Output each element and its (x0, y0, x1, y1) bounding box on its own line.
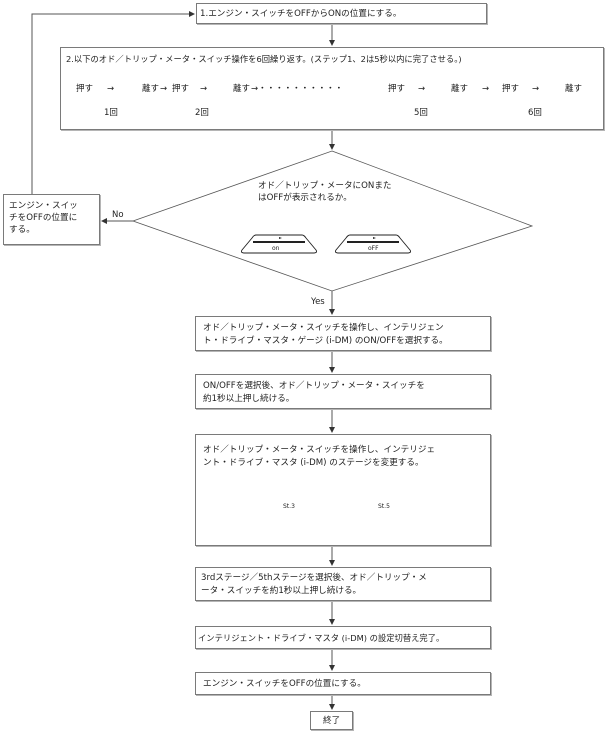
step-stage-box: オド／トリップ・メータ・スイッチを操作し、インテリジェ ント・ドライブ・マスタ … (195, 434, 491, 546)
step-off-text: エンジン・スイッチをOFFの位置にする。 (203, 679, 366, 689)
gauge-on-label: on (272, 245, 280, 252)
end-box: 終了 (310, 711, 353, 730)
step-hold-line1: ON/OFFを選択後、オド／トリップ・メータ・スイッチを (203, 381, 425, 391)
decision-question-line2: はOFFが表示されるか。 (258, 193, 352, 203)
step1-box: 1.エンジン・スイッチをOFFからONの位置にする。 (196, 3, 487, 24)
loop-back-line (31, 11, 195, 194)
count-label-5: 5回 (414, 108, 428, 118)
step-stage-line2: ント・ドライブ・マスタ (i-DM) のステージを変更する。 (203, 458, 424, 468)
step1-text: 1.エンジン・スイッチをOFFからONの位置にする。 (200, 9, 402, 19)
press-label-6: 押す (502, 84, 520, 94)
no-branch-line2: チをOFFの位置に (9, 213, 78, 223)
gauge-stage5-label: St.5 (378, 503, 390, 510)
arrow-label-1b: → (160, 84, 168, 94)
release-label-6: 離す (565, 84, 583, 94)
step-select-box: オド／トリップ・メータ・スイッチを操作し、インテリジェン ト・ドライブ・マスタ・… (195, 316, 491, 351)
step-complete-box: インテリジェント・ドライブ・マスタ (i-DM) の設定切替え完了。 (195, 626, 491, 649)
step-stage-line1: オド／トリップ・メータ・スイッチを操作し、インテリジェ (203, 445, 436, 455)
gauge-off-label: oFF (368, 245, 379, 252)
count-label-2: 2回 (195, 108, 209, 118)
no-branch-line1: エンジン・スイッ (9, 201, 78, 211)
arrow-label-6a: → (532, 84, 540, 94)
yes-label: Yes (311, 297, 325, 307)
count-label-1: 1回 (104, 108, 118, 118)
no-branch-box: エンジン・スイッ チをOFFの位置に する。 (3, 194, 100, 245)
no-branch-line3: する。 (9, 225, 35, 235)
step-stage-hold-line2: ータ・スイッチを約1秒以上押し続ける。 (201, 586, 362, 596)
arrow-label-5b: → (482, 84, 490, 94)
release-label-5: 離す (451, 84, 469, 94)
dots-continuation: →・・・・・・・・・・ (251, 84, 344, 94)
arrow-label-1a: → (107, 84, 115, 94)
step-stage-hold-line1: 3rdステージ／5thステージを選択後、オド／トリップ・メ (201, 573, 427, 583)
gauge-on-icon (240, 234, 318, 254)
gauge-stage3-label: St.3 (283, 503, 295, 510)
count-label-6: 6回 (528, 108, 542, 118)
decision-question-line1: オド／トリップ・メータにONまた (258, 181, 392, 191)
arrow-label-5a: → (418, 84, 426, 94)
step-select-line2: ト・ドライブ・マスタ・ゲージ (i-DM) のON/OFFを選択する。 (203, 336, 448, 346)
gauge-off-icon (334, 234, 412, 254)
press-label-1: 押す (76, 84, 94, 94)
release-label-1: 離す (142, 84, 160, 94)
step2-title: 2.以下のオド／トリップ・メータ・スイッチ操作を6回繰り返す。(ステップ1、2は… (66, 54, 462, 64)
step2-box: 2.以下のオド／トリップ・メータ・スイッチ操作を6回繰り返す。(ステップ1、2は… (60, 47, 604, 130)
step-off-box: エンジン・スイッチをOFFの位置にする。 (195, 672, 491, 695)
press-label-5: 押す (388, 84, 406, 94)
no-label: No (112, 210, 124, 220)
arrow-label-2a: → (200, 84, 208, 94)
step-hold-box: ON/OFFを選択後、オド／トリップ・メータ・スイッチを 約1秒以上押し続ける。 (195, 374, 491, 409)
step-complete-text: インテリジェント・ドライブ・マスタ (i-DM) の設定切替え完了。 (198, 633, 445, 643)
step-select-line1: オド／トリップ・メータ・スイッチを操作し、インテリジェン (203, 323, 444, 333)
press-label-2: 押す (172, 84, 190, 94)
step-stage-hold-box: 3rdステージ／5thステージを選択後、オド／トリップ・メ ータ・スイッチを約1… (195, 567, 491, 601)
end-text: 終了 (323, 716, 341, 726)
step-hold-line2: 約1秒以上押し続ける。 (203, 394, 295, 404)
decision-diamond (131, 150, 534, 292)
release-label-2: 離す (233, 84, 251, 94)
